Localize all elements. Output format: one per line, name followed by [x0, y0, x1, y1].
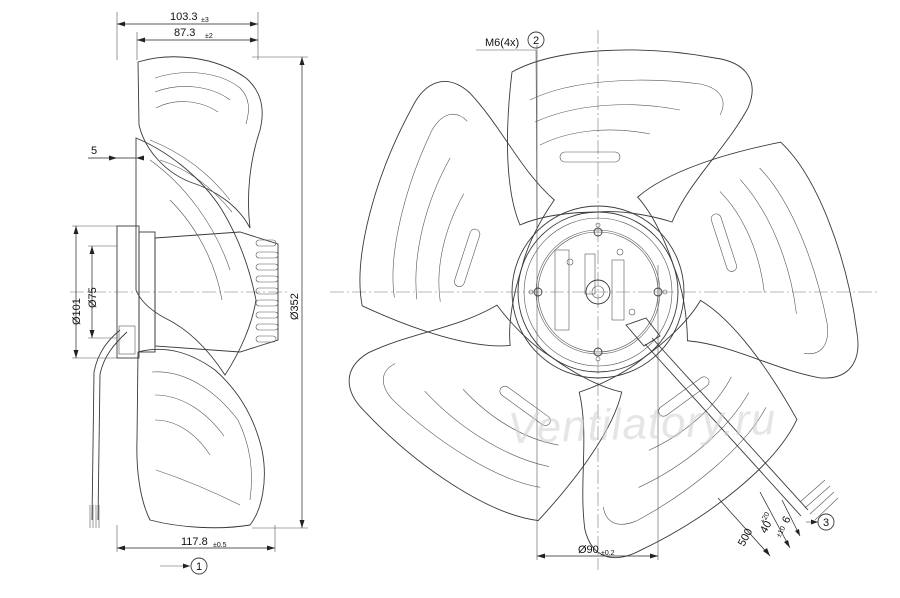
dim-40-tol: ±10 [776, 525, 788, 539]
dim-500-value: 500 [736, 527, 755, 549]
dim-5-value: 5 [91, 145, 97, 157]
dim-6-value: 6 [780, 514, 793, 525]
side-blade-lower [136, 348, 265, 529]
dim-90-tol: ±0.2 [601, 550, 615, 557]
balloon-1 [190, 557, 208, 575]
dim-103-value: 103.3 [170, 11, 198, 23]
balloon-1-label: 1 [196, 561, 202, 573]
dim-m6-value: M6(4x) [485, 37, 519, 49]
side-blade-middle [135, 137, 257, 376]
watermark: Ventilatory.ru [507, 395, 777, 453]
balloon-3 [817, 513, 835, 531]
side-blade-upper [137, 56, 263, 229]
dim-75-value: Ø75 [87, 287, 99, 308]
dimension-labels: 103.3 ±3 87.3 ±2 5 Ø101 Ø75 Ø352 117.8 ±… [71, 11, 829, 573]
side-cable [91, 329, 121, 521]
dim-117-value: 117.8 [181, 536, 208, 548]
front-view [330, 30, 880, 570]
dim-103-tol: ±3 [201, 17, 209, 24]
side-view [70, 12, 308, 575]
dim-117-tol: ±0.5 [213, 542, 227, 549]
balloon-2-label: 2 [533, 35, 539, 47]
dim-40-value: 40 [758, 519, 774, 535]
front-blades [348, 49, 859, 558]
front-hub [511, 205, 685, 379]
dim-90-value: Ø90 [578, 544, 599, 556]
balloon-3-label: 3 [823, 517, 829, 529]
cooling-fins [255, 239, 279, 343]
dim-500-tol: +20 [760, 511, 772, 525]
balloon-2 [527, 31, 545, 49]
dim-101-value: Ø101 [71, 298, 83, 325]
dim-87-tol: ±2 [205, 33, 213, 40]
dim-352-value: Ø352 [289, 293, 301, 320]
dim-87-value: 87.3 [174, 27, 195, 39]
